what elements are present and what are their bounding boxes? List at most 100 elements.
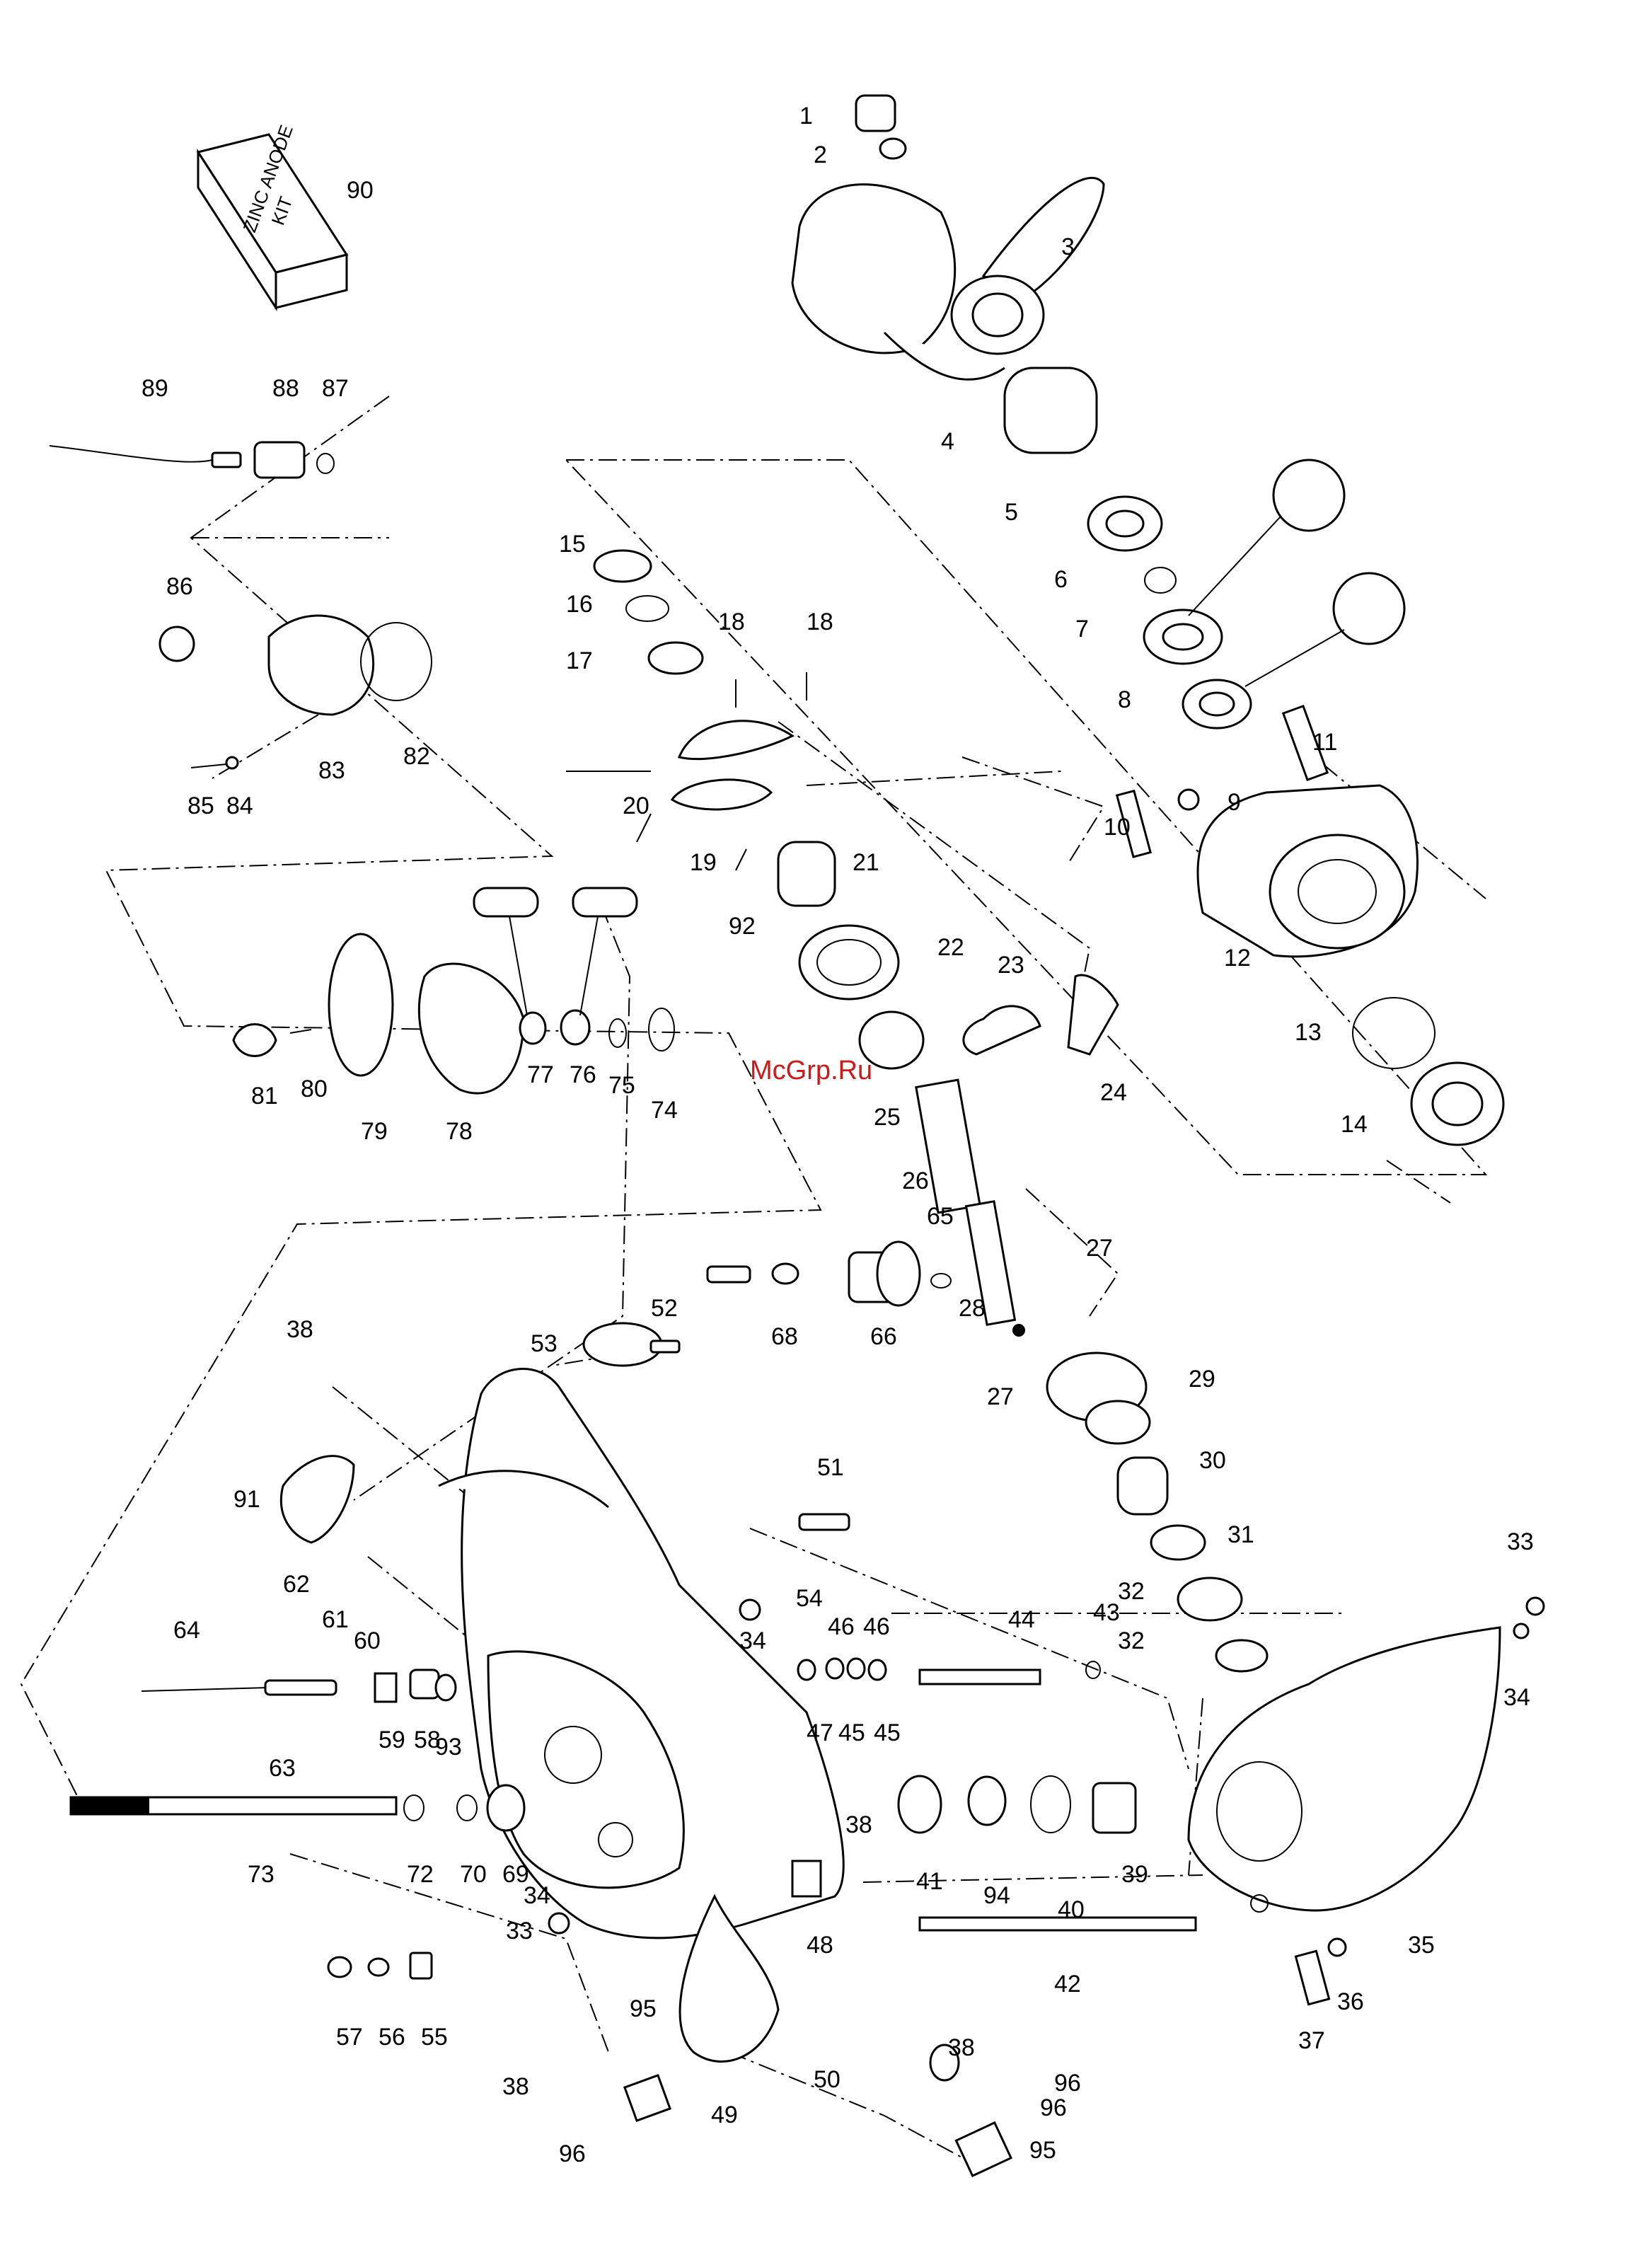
callout-42: 42 xyxy=(1054,1971,1081,1998)
callout-55: 55 xyxy=(421,2024,448,2051)
needle-bearing-2 xyxy=(1116,1456,1169,1516)
callout-66: 66 xyxy=(870,1323,897,1350)
callout-81: 81 xyxy=(251,1083,278,1109)
washer xyxy=(879,137,907,160)
callout-17: 17 xyxy=(566,647,593,674)
callout-50: 50 xyxy=(814,2066,841,2093)
retaining-ring xyxy=(1144,567,1177,594)
callout-1: 1 xyxy=(799,103,813,129)
callout-73: 73 xyxy=(248,1861,275,1888)
snap-ring xyxy=(625,595,669,622)
lower-housing xyxy=(1187,1626,1501,1912)
skeg xyxy=(678,1893,780,2063)
callout-95b: 95 xyxy=(1029,2137,1056,2164)
callout-39: 39 xyxy=(1121,1861,1148,1888)
thrust-hub xyxy=(1003,367,1098,454)
shift-rod xyxy=(141,1687,270,1692)
callout-84: 84 xyxy=(226,792,253,819)
forward-gear xyxy=(798,924,900,1001)
callout-2: 2 xyxy=(814,142,827,168)
callout-65: 65 xyxy=(927,1203,954,1230)
callout-45a: 45 xyxy=(838,1719,865,1746)
callout-56: 56 xyxy=(379,2024,405,2051)
propeller-shaft xyxy=(915,1078,981,1214)
callout-24: 24 xyxy=(1100,1079,1127,1106)
impeller xyxy=(232,1023,277,1057)
callout-78: 78 xyxy=(446,1118,473,1145)
callout-61: 61 xyxy=(322,1606,349,1633)
seal-lip-detail-2 xyxy=(1332,572,1406,645)
bearing-race xyxy=(1215,1639,1269,1673)
callout-86: 86 xyxy=(166,573,193,600)
callout-74: 74 xyxy=(651,1097,678,1124)
callout-26: 26 xyxy=(902,1168,929,1194)
callout-77: 77 xyxy=(527,1061,554,1088)
callout-8: 8 xyxy=(1118,686,1131,713)
propeller-group xyxy=(791,94,1505,1146)
grommet xyxy=(253,441,306,479)
bushing xyxy=(374,1672,398,1703)
callout-89: 89 xyxy=(141,375,168,402)
stud xyxy=(1115,789,1152,858)
callout-47: 47 xyxy=(807,1719,833,1746)
gearcase-housing xyxy=(438,1368,1501,2063)
callout-20: 20 xyxy=(623,792,649,819)
callout-15: 15 xyxy=(559,531,586,558)
callout-9: 9 xyxy=(1228,789,1241,816)
callout-75: 75 xyxy=(608,1072,635,1099)
thrust-washer-2 xyxy=(1150,1524,1206,1561)
callout-18b: 18 xyxy=(807,609,833,635)
callout-51: 51 xyxy=(817,1454,844,1481)
callout-80: 80 xyxy=(301,1076,328,1102)
callout-70: 70 xyxy=(460,1861,487,1888)
seal-lip-detail xyxy=(1272,459,1346,532)
seal-detail xyxy=(473,887,539,918)
pinion-nut xyxy=(706,1265,751,1284)
callout-33b: 33 xyxy=(506,1918,533,1944)
callout-13: 13 xyxy=(1295,1019,1322,1046)
callout-54: 54 xyxy=(796,1585,823,1612)
callout-85: 85 xyxy=(187,792,214,819)
clutch-dog xyxy=(858,1010,925,1070)
callout-30: 30 xyxy=(1199,1447,1226,1474)
callout-72: 72 xyxy=(407,1861,434,1888)
bearing-41 xyxy=(897,1775,942,1834)
callout-62: 62 xyxy=(283,1571,310,1598)
callout-57: 57 xyxy=(336,2024,363,2051)
callout-32b: 32 xyxy=(1118,1627,1145,1654)
callout-38a: 38 xyxy=(287,1316,313,1343)
shift-cam xyxy=(1067,974,1119,1056)
stud-44 xyxy=(918,1668,1041,1685)
callout-69: 69 xyxy=(502,1861,529,1888)
callout-48: 48 xyxy=(807,1932,833,1959)
callout-36: 36 xyxy=(1337,1988,1364,2015)
callout-76: 76 xyxy=(570,1061,596,1088)
callout-38d: 38 xyxy=(502,2073,529,2100)
callout-87: 87 xyxy=(322,375,349,402)
callout-4: 4 xyxy=(941,428,954,455)
callout-58: 58 xyxy=(414,1727,441,1753)
nut xyxy=(1177,788,1200,811)
seal-detail-2 xyxy=(572,887,638,918)
callout-11: 11 xyxy=(1312,729,1337,756)
shim xyxy=(593,549,652,583)
propeller-nut xyxy=(855,94,896,132)
pump-base xyxy=(417,962,525,1095)
callout-16: 16 xyxy=(566,591,593,618)
callout-31: 31 xyxy=(1228,1521,1254,1548)
needle-bearing xyxy=(777,841,836,907)
callout-32a: 32 xyxy=(1118,1578,1145,1605)
clip-2 xyxy=(954,2121,1013,2178)
callout-3: 3 xyxy=(1061,234,1075,260)
stud-42 xyxy=(918,1916,1197,1932)
callout-60: 60 xyxy=(354,1627,381,1654)
callout-19: 19 xyxy=(690,849,717,876)
callout-27a: 27 xyxy=(1086,1235,1113,1262)
callout-34c: 34 xyxy=(524,1882,550,1909)
callout-91: 91 xyxy=(233,1486,260,1513)
needle-bearing-39 xyxy=(1092,1782,1137,1834)
face-plate xyxy=(328,933,394,1077)
callout-95a: 95 xyxy=(630,1995,657,2022)
callout-14: 14 xyxy=(1341,1111,1368,1138)
